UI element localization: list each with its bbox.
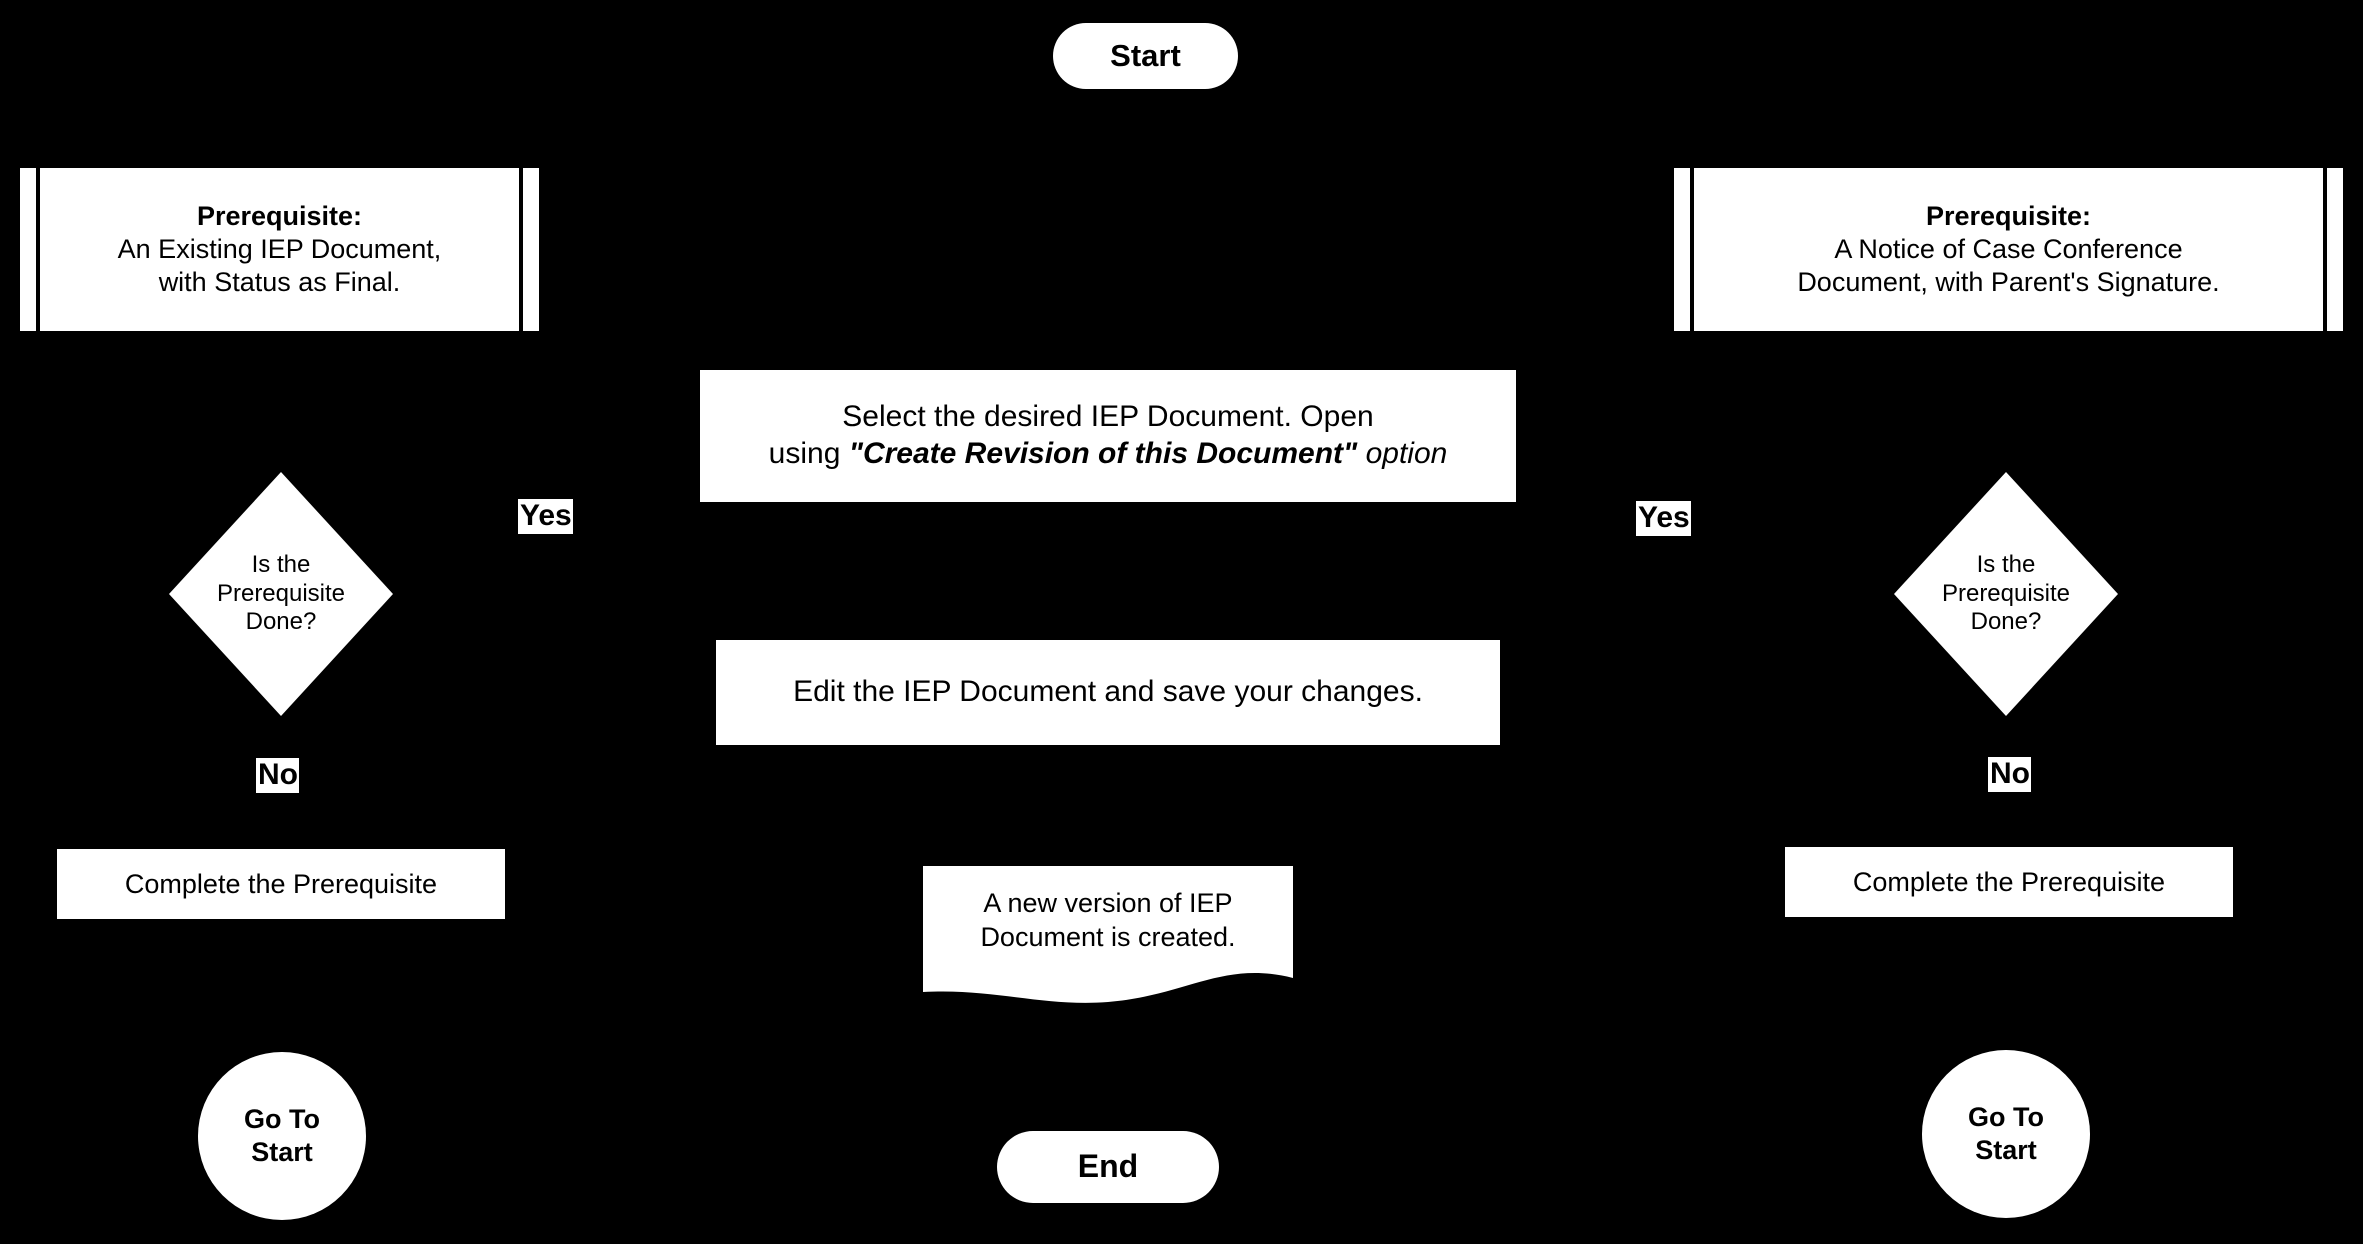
- node-end-label: End: [1077, 1148, 1139, 1185]
- node-prerequisite-right-text: Prerequisite: A Notice of Case Conferenc…: [1704, 200, 2313, 299]
- node-decision-right[interactable]: Is the Prerequisite Done?: [1894, 472, 2118, 716]
- document-shape-icon: [923, 866, 1293, 1003]
- node-decision-left[interactable]: Is the Prerequisite Done?: [169, 472, 393, 716]
- edge-label-left-no: No: [256, 758, 299, 793]
- node-new-version-document[interactable]: A new version of IEP Document is created…: [923, 866, 1293, 1006]
- select-document-line2-suffix: option: [1357, 437, 1448, 470]
- goto-start-left-line1: Go To: [244, 1104, 320, 1135]
- decision-left-line2: Prerequisite: [216, 579, 346, 607]
- prerequisite-left-heading: Prerequisite:: [196, 201, 363, 232]
- decision-right-text: Is the Prerequisite Done?: [1894, 472, 2118, 716]
- prerequisite-left-line2: with Status as Final.: [158, 266, 401, 297]
- decision-right-line2: Prerequisite: [1941, 579, 2071, 607]
- goto-start-right-line2: Start: [1975, 1135, 2037, 1165]
- new-version-line2: Document is created.: [980, 921, 1236, 952]
- decision-right-line1: Is the: [1976, 550, 2036, 578]
- node-prerequisite-left-text: Prerequisite: An Existing IEP Document, …: [50, 200, 509, 299]
- node-goto-start-right[interactable]: Go To Start: [1922, 1050, 2090, 1218]
- diamond-shape-icon: [169, 472, 393, 716]
- complete-prerequisite-left-label: Complete the Prerequisite: [124, 868, 438, 899]
- node-goto-start-left[interactable]: Go To Start: [198, 1052, 366, 1220]
- goto-start-left-line2: Start: [251, 1137, 313, 1167]
- prerequisite-right-heading: Prerequisite:: [1925, 201, 2092, 232]
- edge-label-right-yes: Yes: [1636, 501, 1691, 536]
- predefined-process-bars-right: Prerequisite: A Notice of Case Conferenc…: [1690, 168, 2327, 331]
- edge-label-right-no: No: [1988, 757, 2031, 792]
- node-complete-prerequisite-right[interactable]: Complete the Prerequisite: [1785, 847, 2233, 917]
- prerequisite-right-line1: A Notice of Case Conference: [1834, 234, 2183, 265]
- complete-prerequisite-right-label: Complete the Prerequisite: [1852, 866, 2166, 897]
- predefined-process-bars-left: Prerequisite: An Existing IEP Document, …: [36, 168, 523, 331]
- diamond-shape-icon: [1894, 472, 2118, 716]
- select-document-line2-quoted: "Create Revision of this Document": [848, 437, 1358, 470]
- select-document-line2: using "Create Revision of this Document"…: [769, 436, 1448, 473]
- new-version-line1: A new version of IEP: [983, 887, 1233, 918]
- node-complete-prerequisite-left[interactable]: Complete the Prerequisite: [57, 849, 505, 919]
- prerequisite-left-line1: An Existing IEP Document,: [117, 234, 442, 265]
- decision-right-line3: Done?: [1970, 608, 2042, 636]
- node-prerequisite-left[interactable]: Prerequisite: An Existing IEP Document, …: [20, 168, 539, 331]
- select-document-line1: Select the desired IEP Document. Open: [842, 400, 1374, 434]
- decision-left-line3: Done?: [245, 608, 317, 636]
- edge-label-left-yes: Yes: [518, 499, 573, 534]
- decision-left-text: Is the Prerequisite Done?: [169, 472, 393, 716]
- node-select-document[interactable]: Select the desired IEP Document. Open us…: [700, 370, 1516, 502]
- node-edit-document[interactable]: Edit the IEP Document and save your chan…: [716, 640, 1500, 745]
- node-new-version-text: A new version of IEP Document is created…: [923, 866, 1293, 975]
- node-prerequisite-right[interactable]: Prerequisite: A Notice of Case Conferenc…: [1674, 168, 2343, 331]
- node-start[interactable]: Start: [1053, 23, 1238, 89]
- node-start-label: Start: [1110, 38, 1181, 74]
- node-end[interactable]: End: [997, 1131, 1219, 1203]
- select-document-line2-prefix: using: [768, 437, 849, 470]
- goto-start-right-line1: Go To: [1968, 1102, 2044, 1133]
- prerequisite-right-line2: Document, with Parent's Signature.: [1797, 266, 2220, 297]
- edit-document-label: Edit the IEP Document and save your chan…: [793, 675, 1423, 709]
- decision-left-line1: Is the: [251, 550, 311, 578]
